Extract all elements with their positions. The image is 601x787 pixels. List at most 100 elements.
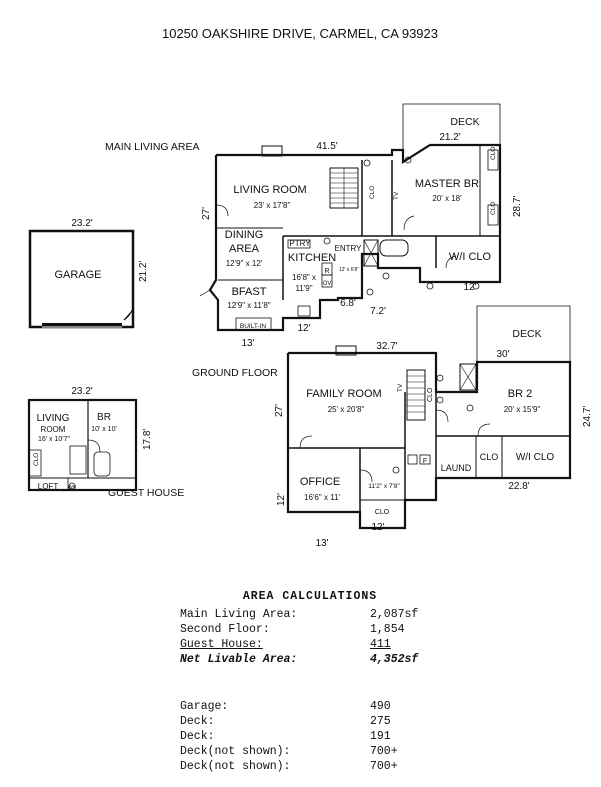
living-room-name: LIVING ROOM [233,184,306,196]
ground-floor [286,305,572,530]
area-row: Deck: 275 [180,714,440,729]
garage-depth: 21.2' [138,261,149,282]
family-room-name: FAMILY ROOM [306,388,381,400]
oven-label: OV [323,281,332,287]
guest-br: BR [97,412,111,423]
main-clo-label: CLO [369,186,376,199]
ground-clo-label: CLO [480,452,499,462]
garage: GARAGE 23.2' 21.2' [28,218,149,329]
ground-left-dim-2: 12' [276,493,287,506]
deck-name: DECK [450,116,479,128]
br2-size: 20' x 15'9" [504,405,541,414]
area-row-net: Net Livable Area: 4,352sf [180,652,440,667]
area-row: Garage: 490 [180,699,440,714]
laund-label: LAUND [441,463,472,473]
ptry-label: PTRY [289,239,311,248]
master-br-name: MASTER BR [415,178,479,190]
entry-label: ENTRY [335,244,363,253]
ground-deck-name: DECK [512,328,541,340]
main-tv-label: TV [393,191,400,200]
guest-living-1: LIVING [37,413,70,424]
guest-house-label: GUEST HOUSE [108,487,184,499]
bfast-size: 12'9" x 11'8" [227,301,270,310]
dining-name-1: DINING [225,229,264,241]
guest-br-size: 10' x 10' [91,426,117,433]
office-name: OFFICE [300,476,340,488]
fridge-label: R [324,268,329,275]
living-room-size: 23' x 17'8" [254,201,291,210]
guest-loft: LOFT [38,482,59,491]
area-calculations-title: AREA CALCULATIONS [242,590,378,603]
guest-depth: 17.8' [142,429,153,450]
kitchen-size-2: 11'9" [295,284,312,293]
area-calculations: AREA CALCULATIONS Main Living Area: 2,08… [180,590,440,774]
area-row-value: 275 [370,715,391,728]
guest-house [27,398,138,492]
area-row-label: Guest House: [180,638,263,651]
main-small-size: 12' x 6'8" [339,267,359,273]
main-dim-12: 12' [463,282,476,293]
main-right-dim: 28.7' [512,196,523,217]
master-wi-clo: W/I CLO [449,251,492,263]
main-floor [199,103,502,332]
guest-living-2: ROOM [41,425,66,434]
area-row-label: Second Floor: [180,623,270,636]
area-row-value: 191 [370,730,391,743]
main-dim-6-8: 6.8' [340,298,356,309]
garage-width: 23.2' [71,218,92,229]
garage-name: GARAGE [54,269,101,281]
office-size: 16'6" x 11' [304,493,340,502]
area-row-label: Deck: [180,715,215,728]
master-br-size: 20' x 18' [432,194,462,203]
deck-dim: 21.2' [439,132,460,143]
area-row: Second Floor: 1,854 [180,622,440,637]
guest-width: 23.2' [71,386,92,397]
area-row-value: 1,854 [370,623,405,636]
ground-wi-clo: W/I CLO [516,452,555,463]
area-row-label: Deck(not shown): [180,745,291,758]
ground-f-label: F [423,458,427,465]
family-room-size: 25' x 20'8" [328,405,365,414]
main-top-dim: 41.5' [316,141,337,152]
area-row-label: Main Living Area: [180,608,298,621]
area-row-value: 700+ [370,760,398,773]
ground-floor-label: GROUND FLOOR [192,367,278,379]
bfast-name: BFAST [232,286,267,298]
kitchen-name: KITCHEN [288,252,336,264]
area-row: Deck: 191 [180,729,440,744]
area-row-label: Deck: [180,730,215,743]
ground-bottom-dim: 13' [315,538,328,549]
ground-tv-label: TV [397,383,404,392]
address-title: 10250 OAKSHIRE DRIVE, CARMEL, CA 93923 [162,26,438,41]
area-row-value: 2,087sf [370,608,419,621]
main-left-dim: 27' [201,207,212,220]
main-bottom-dim: 13' [241,338,254,349]
area-row-label: Garage: [180,700,229,713]
dining-name-2: AREA [229,243,260,255]
area-row-value: 490 [370,700,391,713]
main-bottom-dim-2: 12' [297,323,310,334]
area-row: Main Living Area: 2,087sf [180,607,440,622]
ground-right-bottom-dim: 22.8' [508,481,529,492]
ground-clo-stair: CLO [427,387,434,402]
ground-right-dim: 24.7' [582,406,593,427]
ground-bottom-dim-2: 12' [371,522,384,533]
area-row-label: Net Livable Area: [180,653,298,666]
floor-plan: 10250 OAKSHIRE DRIVE, CARMEL, CA 93923 M… [27,26,593,549]
main-dim-7-2: 7.2' [370,306,386,317]
ground-deck-dim: 30' [496,349,509,360]
area-row: Deck(not shown): 700+ [180,759,440,774]
area-row-label: Deck(not shown): [180,760,291,773]
guest-living-size: 16' x 10'7" [38,436,71,443]
ground-top-dim: 32.7' [376,341,397,352]
area-row-value: 700+ [370,745,398,758]
master-clo-2: CLO [490,202,497,215]
area-row: Deck(not shown): 700+ [180,744,440,759]
ground-small-size: 11'2" x 7'8" [368,483,400,490]
ground-clo-bottom: CLO [375,509,390,516]
area-row-value: 411 [370,638,391,651]
area-row: Guest House: 411 [180,637,440,652]
guest-clo: CLO [33,453,40,466]
main-living-area-label: MAIN LIVING AREA [105,141,200,153]
kitchen-size-1: 16'8" x [292,273,316,282]
